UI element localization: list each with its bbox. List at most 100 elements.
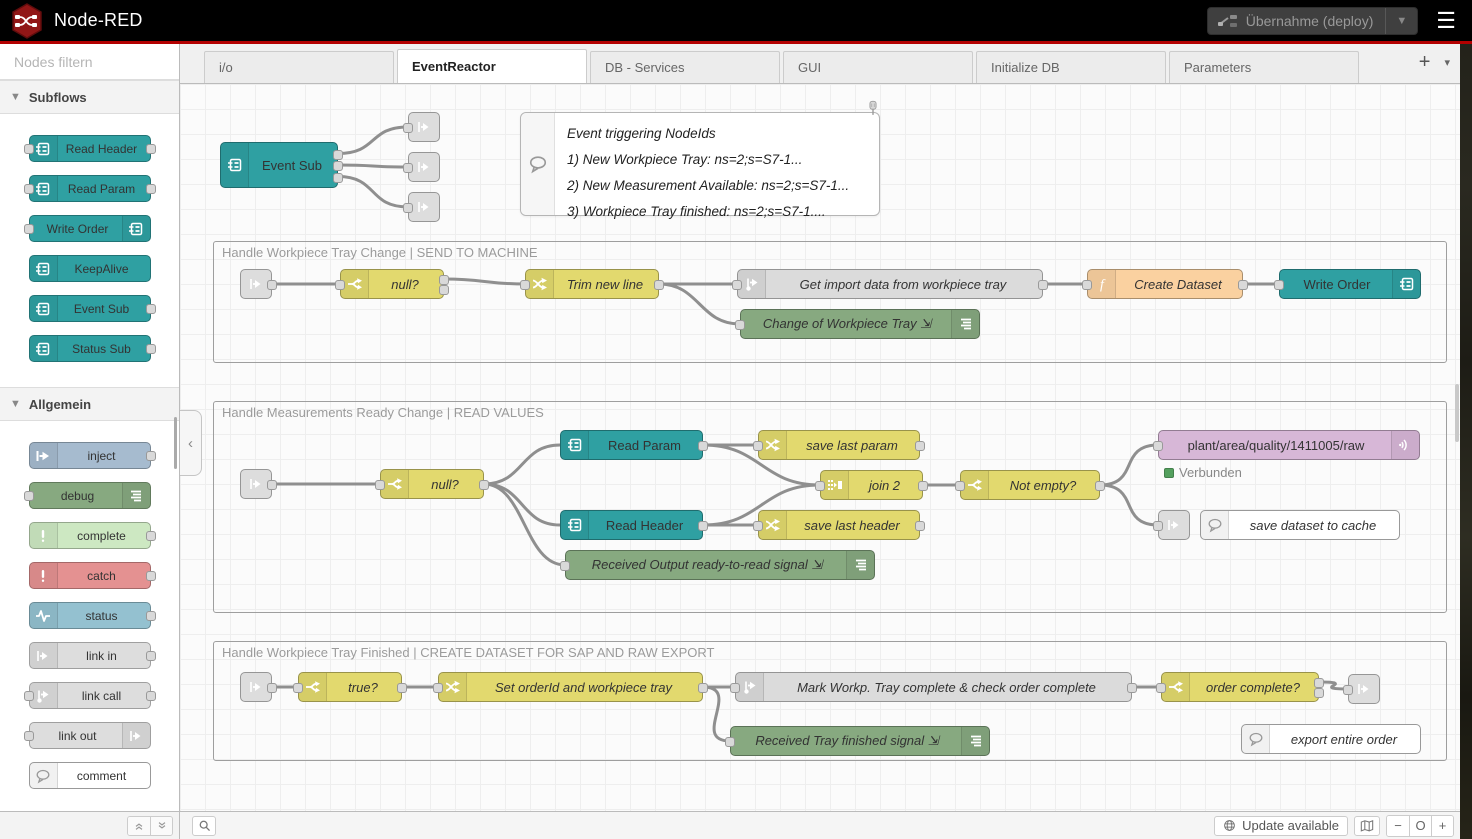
palette-node-link-out[interactable]: link out xyxy=(23,722,151,749)
wire-sw5-to-lo3[interactable] xyxy=(1317,680,1350,691)
palette-search[interactable] xyxy=(0,44,195,80)
wire-sw3-to-lo2[interactable] xyxy=(1098,483,1160,527)
input-port[interactable] xyxy=(1153,521,1163,531)
minimap-button[interactable] xyxy=(1354,815,1380,836)
flow-node-link-li1[interactable] xyxy=(240,269,277,299)
flow-node-received-tray-finished-signal[interactable]: Received Tray finished signal ⇲ xyxy=(725,726,990,756)
input-port[interactable] xyxy=(520,280,530,290)
input-port[interactable] xyxy=(335,280,345,290)
palette-scrollbar[interactable] xyxy=(174,417,177,469)
palette-category-allgemein[interactable]: ▼Allgemein xyxy=(0,387,179,421)
flow-node-link-lo2[interactable] xyxy=(1153,510,1190,540)
output-port-0[interactable] xyxy=(397,683,407,693)
main-menu-button[interactable]: ☰ xyxy=(1436,7,1456,33)
tab-parameters[interactable]: Parameters xyxy=(1169,51,1359,83)
node-port[interactable] xyxy=(23,491,34,501)
flow-node-event-sub[interactable]: Event Sub xyxy=(220,142,343,188)
node-port[interactable] xyxy=(145,451,156,461)
palette-node-event-sub[interactable]: Event Sub xyxy=(28,295,156,322)
wire-sw3-to-mq[interactable] xyxy=(1098,443,1160,487)
wire-sw1-to-ch1[interactable] xyxy=(442,277,527,286)
flow-node-change-of-workpiece-tray[interactable]: Change of Workpiece Tray ⇲ xyxy=(735,309,980,339)
flow-node-export-entire-order[interactable]: export entire order xyxy=(1241,724,1421,754)
palette-node-comment[interactable]: comment xyxy=(28,762,151,789)
output-port-0[interactable] xyxy=(439,275,449,285)
palette-node-status-sub[interactable]: Status Sub xyxy=(28,335,156,362)
flow-list-caret[interactable]: ▾ xyxy=(1444,56,1450,69)
input-port[interactable] xyxy=(293,683,303,693)
flow-node-get-import-data-from-workpiece-tray[interactable]: Get import data from workpiece tray xyxy=(732,269,1048,299)
wire-ch4-to-db3[interactable] xyxy=(701,685,732,743)
node-port[interactable] xyxy=(145,651,156,661)
input-port[interactable] xyxy=(732,280,742,290)
palette-node-read-param[interactable]: Read Param xyxy=(23,175,156,202)
flow-node-trim-new-line[interactable]: Trim new line xyxy=(520,269,664,299)
input-port[interactable] xyxy=(725,737,735,747)
node-port[interactable] xyxy=(23,184,34,194)
flow-node-write-order[interactable]: Write Order xyxy=(1274,269,1421,299)
flow-node-set-orderid-and-workpiece-tray[interactable]: Set orderId and workpiece tray xyxy=(433,672,708,702)
zoom-out-button[interactable]: − xyxy=(1387,815,1409,836)
flow-node-link-l3[interactable] xyxy=(403,192,440,222)
input-port[interactable] xyxy=(1082,280,1092,290)
tab-initialize-db[interactable]: Initialize DB xyxy=(976,51,1166,83)
palette-search-input[interactable] xyxy=(14,53,195,70)
wire-sw2-to-sfRP[interactable] xyxy=(482,443,562,486)
palette-node-complete[interactable]: complete xyxy=(28,522,156,549)
input-port[interactable] xyxy=(375,480,385,490)
flow-group-handle-workpiece-tray-change[interactable]: Handle Workpiece Tray Change | SEND TO M… xyxy=(213,241,1447,363)
palette-node-status[interactable]: status xyxy=(28,602,156,629)
tab-db-services[interactable]: DB - Services xyxy=(590,51,780,83)
flow-node-read-header[interactable]: Read Header xyxy=(560,510,708,540)
input-port[interactable] xyxy=(403,163,413,173)
tab-gui[interactable]: GUI xyxy=(783,51,973,83)
flow-canvas[interactable]: ‹ Handle Workpiece Tray Change | SEND TO… xyxy=(180,84,1460,811)
input-port[interactable] xyxy=(815,481,825,491)
output-port-1[interactable] xyxy=(439,285,449,295)
palette-node-read-header[interactable]: Read Header xyxy=(23,135,156,162)
flow-node-save-last-header[interactable]: save last header xyxy=(753,510,925,540)
node-port[interactable] xyxy=(145,691,156,701)
node-port[interactable] xyxy=(145,571,156,581)
palette-collapse-handle[interactable]: ‹ xyxy=(180,410,202,476)
flow-node-read-param[interactable]: Read Param xyxy=(560,430,708,460)
output-port-0[interactable] xyxy=(1238,280,1248,290)
palette-node-write-order[interactable]: Write Order xyxy=(23,215,151,242)
input-port[interactable] xyxy=(753,521,763,531)
input-port[interactable] xyxy=(955,481,965,491)
input-port[interactable] xyxy=(735,320,745,330)
output-port-0[interactable] xyxy=(698,683,708,693)
flow-node-join-2[interactable]: join 2 xyxy=(815,470,928,500)
wire-sfRH-to-jn[interactable] xyxy=(701,483,822,527)
node-port[interactable] xyxy=(23,731,34,741)
flow-node-link-l2[interactable] xyxy=(403,152,440,182)
output-port-0[interactable] xyxy=(698,441,708,451)
output-port-0[interactable] xyxy=(1314,678,1324,688)
flow-node-save-last-param[interactable]: save last param xyxy=(753,430,925,460)
flow-node-order-complete[interactable]: order complete? xyxy=(1156,672,1324,702)
output-port-1[interactable] xyxy=(333,161,343,171)
output-port-1[interactable] xyxy=(1314,688,1324,698)
palette-scroll-down-button[interactable] xyxy=(150,816,172,835)
palette-category-subflows[interactable]: ▼Subflows xyxy=(0,80,179,114)
output-port-0[interactable] xyxy=(654,280,664,290)
input-port[interactable] xyxy=(730,683,740,693)
flow-node-received-output-ready-to-read-signal[interactable]: Received Output ready-to-read signal ⇲ xyxy=(560,550,875,580)
palette-node-keepalive[interactable]: KeepAlive xyxy=(28,255,151,282)
output-port-0[interactable] xyxy=(915,441,925,451)
output-port-0[interactable] xyxy=(915,521,925,531)
update-available-button[interactable]: Update available xyxy=(1214,815,1348,836)
node-port[interactable] xyxy=(145,144,156,154)
node-port[interactable] xyxy=(145,611,156,621)
flow-node-null[interactable]: null? xyxy=(335,269,449,299)
wire-sw2-to-db2[interactable] xyxy=(482,482,567,567)
output-port-0[interactable] xyxy=(479,480,489,490)
output-port-0[interactable] xyxy=(333,149,343,160)
tab-eventreactor[interactable]: EventReactor xyxy=(397,49,587,83)
zoom-in-button[interactable]: + xyxy=(1431,815,1453,836)
input-port[interactable] xyxy=(1153,441,1163,451)
output-port-0[interactable] xyxy=(267,480,277,490)
flow-node-link-li2[interactable] xyxy=(240,469,277,499)
output-port-0[interactable] xyxy=(698,521,708,531)
